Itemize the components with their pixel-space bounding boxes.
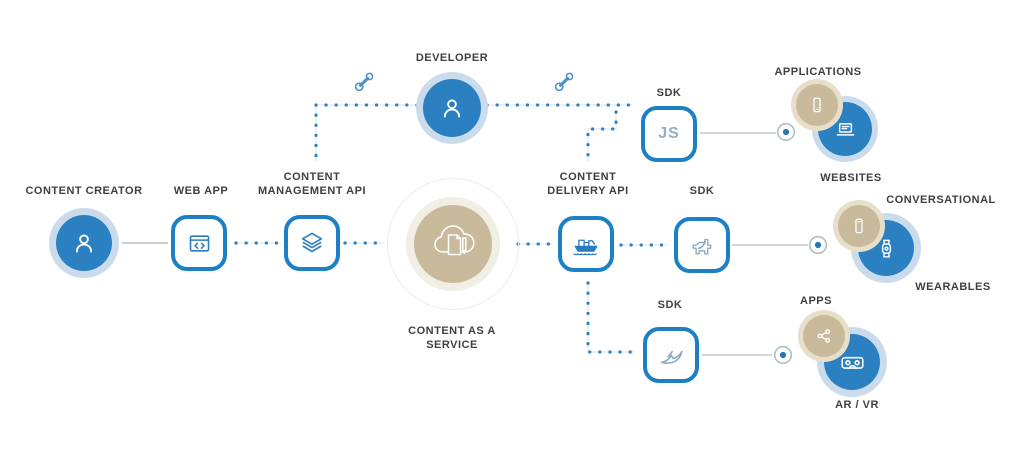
bullseye-marker	[808, 235, 828, 255]
wrench-icon	[354, 72, 374, 92]
vr-goggles-icon	[840, 356, 864, 369]
conversational-label: CONVERSATIONAL	[886, 194, 996, 206]
js-logo: JS	[658, 125, 680, 142]
sdk-js-node: JS	[641, 106, 697, 162]
developer-label: DEVELOPER	[415, 52, 489, 64]
ship-icon	[573, 239, 598, 256]
sdk-js-label: SDK	[656, 87, 682, 99]
content-management-api-label: CONTENT MANAGEMENT API	[257, 171, 367, 198]
plugin-cross-icon	[692, 238, 712, 255]
bird-icon	[660, 350, 683, 364]
applications-label: APPLICATIONS	[774, 66, 862, 78]
sdk-plugin-label: SDK	[689, 185, 715, 197]
sdk-plugin-node	[674, 217, 730, 273]
sdk-bird-label: SDK	[657, 299, 683, 311]
content-delivery-api-label: CONTENT DELIVERY API	[547, 171, 629, 198]
smartwatch-icon	[881, 239, 891, 258]
person-icon	[443, 99, 461, 118]
bullseye-marker	[773, 345, 793, 365]
apps-node	[798, 310, 850, 362]
wearables-label: WEARABLES	[915, 281, 991, 293]
dotted-connectors	[234, 103, 667, 354]
content-management-api-node	[284, 215, 340, 271]
content-creator-label: CONTENT CREATOR	[25, 185, 143, 197]
wrench-icon	[554, 72, 574, 92]
content-creator-node	[49, 208, 119, 278]
laptop-icon	[836, 122, 854, 136]
mobile-chat-icon	[855, 218, 863, 234]
browser-code-icon	[189, 234, 209, 252]
cloud-document-icon	[434, 225, 475, 256]
websites-label: WEBSITES	[820, 172, 882, 184]
person-icon	[75, 234, 93, 253]
share-nodes-icon	[817, 329, 831, 343]
web-app-label: WEB APP	[173, 185, 229, 197]
web-app-node	[171, 215, 227, 271]
developer-node	[416, 72, 488, 144]
bullseye-marker	[776, 122, 796, 142]
layers-icon	[301, 232, 323, 253]
ar-vr-label: AR / VR	[835, 399, 879, 411]
caas-label: CONTENT AS A SERVICE	[408, 325, 496, 352]
caas-outer-ring	[387, 178, 519, 310]
conversational-node	[833, 200, 885, 252]
sdk-bird-node	[643, 327, 699, 383]
apps-label: APPS	[800, 295, 832, 307]
content-delivery-api-node	[558, 216, 614, 272]
mobile-phone-icon	[813, 97, 821, 113]
caas-node	[414, 205, 492, 283]
applications-node	[791, 79, 843, 131]
